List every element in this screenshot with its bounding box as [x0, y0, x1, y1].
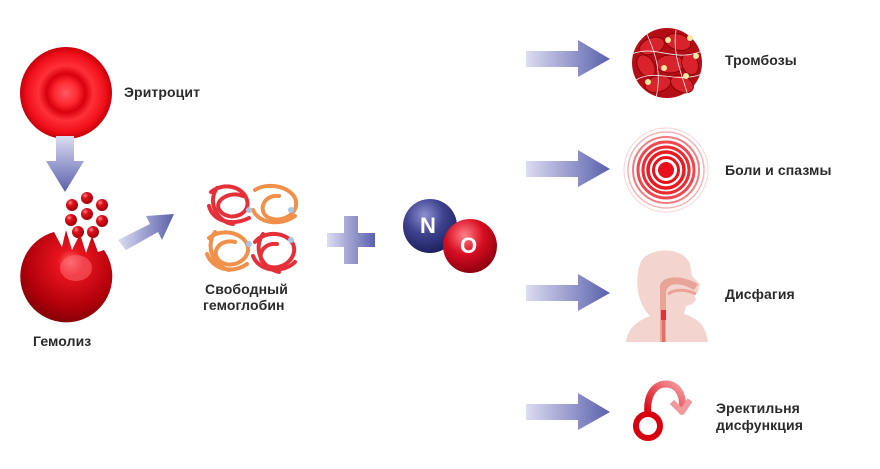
- plus-icon: [327, 216, 375, 264]
- hemoglobin-particles: [65, 192, 108, 238]
- arrow-right-icon: [526, 40, 610, 77]
- outcome-label-erectile-line2: дисфункция: [716, 417, 803, 433]
- arrow-right-icon: [526, 393, 610, 430]
- thrombosis-icon-wrap: [626, 24, 708, 100]
- hemolysis-node: [14, 190, 114, 330]
- red-blood-cell-icon: [20, 47, 112, 139]
- nitrogen-atom-label: N: [420, 213, 436, 238]
- arrow-to-pain: [526, 150, 612, 188]
- arrow-down-icon: [46, 136, 84, 192]
- erectile-icon-wrap: [632, 376, 692, 446]
- pain-icon-wrap: [623, 127, 709, 213]
- outcome-label-dysphagia: Дисфагия: [725, 286, 795, 302]
- free-hemoglobin-node: [203, 182, 303, 277]
- arrow-to-dysphagia: [526, 274, 612, 312]
- erythrocyte-node: [19, 46, 113, 140]
- outcome-label-pain: Боли и спазмы: [725, 162, 832, 178]
- pain-rings-icon: [623, 127, 709, 213]
- free-hemoglobin-label-line1: Свободный: [205, 281, 288, 297]
- arrow-up-right-icon: [118, 214, 174, 250]
- throat-profile-icon: [626, 250, 708, 342]
- arrow-right-icon: [526, 274, 610, 311]
- arrow-right-icon: [526, 150, 610, 187]
- outcome-label-erectile-line1: Эректильня: [716, 400, 800, 416]
- nitric-oxide-molecule-icon: [403, 199, 497, 273]
- arrow-to-thrombosis: [526, 40, 612, 78]
- hemolysis-icon: [20, 192, 113, 323]
- arrow-down: [45, 136, 85, 194]
- arrow-to-erectile: [526, 393, 612, 431]
- erythrocyte-label: Эритроцит: [124, 84, 201, 100]
- free-hemoglobin-label-line2: гемоглобин: [203, 297, 285, 313]
- blood-clot-icon: [631, 28, 705, 99]
- outcome-label-thrombosis: Тромбозы: [725, 52, 797, 68]
- male-symbol-icon: [633, 380, 692, 441]
- plus-sign: [327, 216, 377, 266]
- nitric-oxide-node: N O: [402, 196, 502, 276]
- arrow-diagonal: [116, 210, 176, 258]
- dysphagia-icon-wrap: [626, 248, 712, 342]
- hemolysis-label: Гемолиз: [33, 333, 92, 349]
- hemoglobin-molecule-icon: [205, 183, 299, 274]
- oxygen-atom-label: O: [460, 233, 478, 258]
